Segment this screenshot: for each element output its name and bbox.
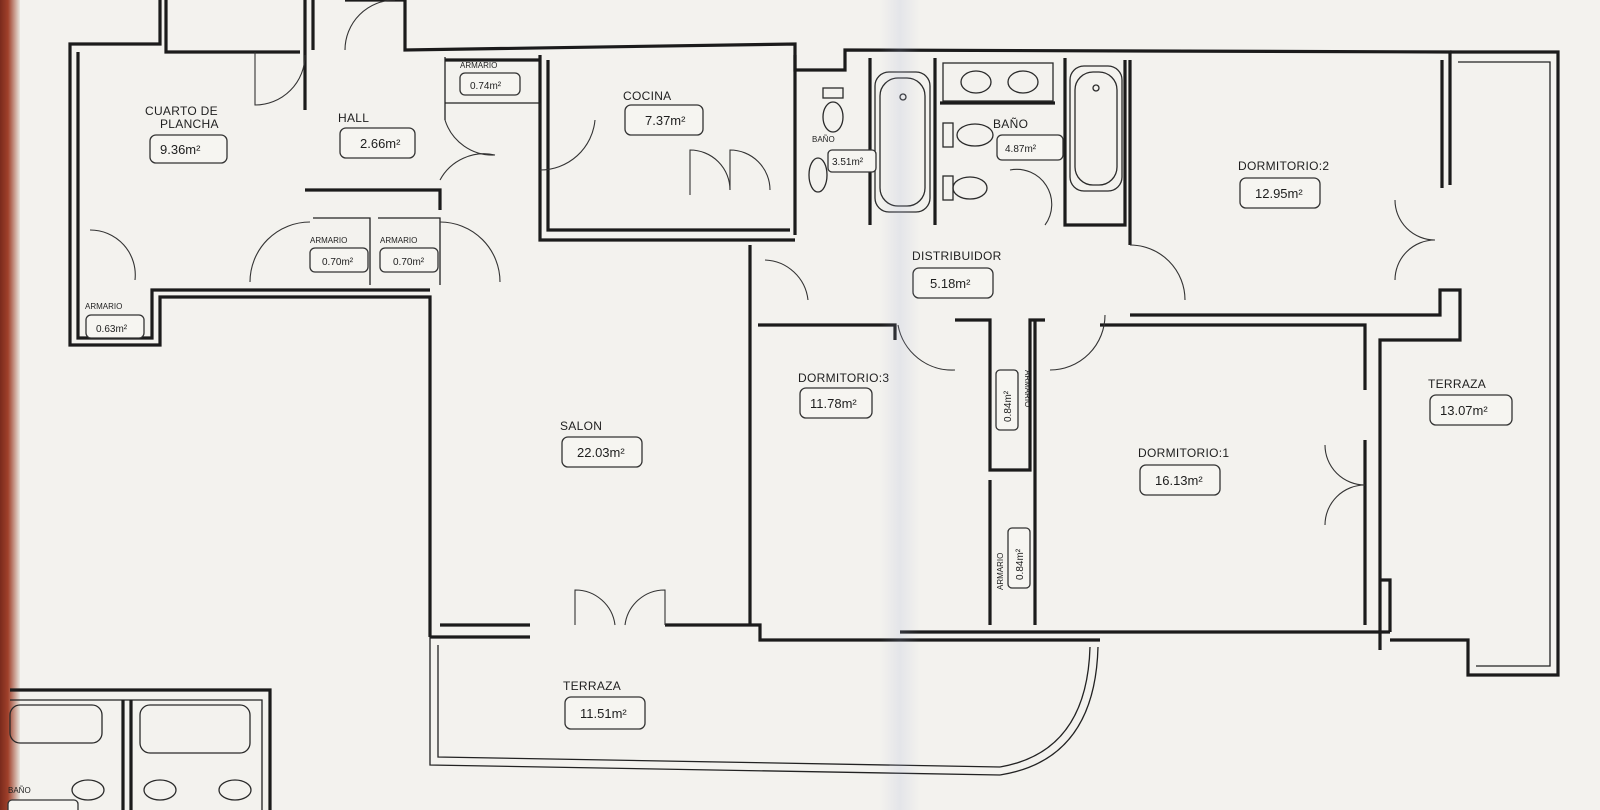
armario-top-name: ARMARIO bbox=[460, 61, 497, 70]
distribuidor-area: 5.18m² bbox=[930, 276, 971, 291]
dormitorio-3-area: 11.78m² bbox=[810, 396, 857, 411]
bathroom-fixtures bbox=[9, 62, 1123, 801]
terraza-bottom-area: 11.51m² bbox=[580, 706, 627, 721]
bano-large-name: BAÑO bbox=[993, 117, 1028, 131]
cocina-name: COCINA bbox=[623, 89, 671, 103]
armario-mid-1-area: 0.70m² bbox=[322, 257, 354, 268]
hall-area: 2.66m² bbox=[360, 136, 401, 151]
walls bbox=[68, 0, 1560, 776]
bano-large-area: 4.87m² bbox=[1005, 144, 1037, 155]
armario-mid-1-name: ARMARIO bbox=[310, 236, 347, 245]
dormitorio-2-area: 12.95m² bbox=[1255, 186, 1303, 201]
paper-edge bbox=[0, 0, 20, 810]
bano-small-area: 3.51m² bbox=[832, 157, 864, 168]
armario-v2-area: 0.84m² bbox=[1015, 548, 1026, 580]
armario-v1-name: ARMARIO bbox=[1023, 370, 1032, 407]
armario-v1-area: 0.84m² bbox=[1003, 390, 1014, 422]
cuarto-plancha-area: 9.36m² bbox=[160, 142, 201, 157]
armario-mid-2-name: ARMARIO bbox=[380, 236, 417, 245]
terraza-right-name: TERRAZA bbox=[1428, 377, 1486, 391]
dormitorio-3-name: DORMITORIO:3 bbox=[798, 371, 889, 385]
dormitorio-1-area: 16.13m² bbox=[1155, 473, 1203, 488]
terraza-bottom-name: TERRAZA bbox=[563, 679, 621, 693]
hall-name: HALL bbox=[338, 111, 369, 125]
armario-corner-name: ARMARIO bbox=[85, 302, 122, 311]
paper-fold-crease bbox=[880, 0, 920, 810]
doors bbox=[89, 0, 1436, 626]
salon-name: SALON bbox=[560, 419, 602, 433]
partial-bath-block bbox=[10, 688, 272, 810]
bano-partial-name: BAÑO bbox=[8, 786, 31, 795]
armario-corner-area: 0.63m² bbox=[96, 324, 128, 335]
armario-top-area: 0.74m² bbox=[470, 81, 502, 92]
salon-area: 22.03m² bbox=[577, 445, 625, 460]
terraza-right-area: 13.07m² bbox=[1440, 403, 1488, 418]
dormitorio-1-name: DORMITORIO:1 bbox=[1138, 446, 1229, 460]
dormitorio-2-name: DORMITORIO:2 bbox=[1238, 159, 1329, 173]
cocina-area: 7.37m² bbox=[645, 113, 686, 128]
distribuidor-name: DISTRIBUIDOR bbox=[912, 249, 1002, 263]
room-labels: CUARTO DE PLANCHA 9.36m² HALL 2.66m² ARM… bbox=[7, 61, 1513, 810]
armario-mid-2-area: 0.70m² bbox=[393, 257, 425, 268]
cuarto-plancha-name-2: PLANCHA bbox=[160, 117, 219, 131]
bano-small-name: BAÑO bbox=[812, 135, 835, 144]
armario-v2-name: ARMARIO bbox=[996, 553, 1005, 590]
cuarto-plancha-name-1: CUARTO DE bbox=[145, 104, 218, 118]
